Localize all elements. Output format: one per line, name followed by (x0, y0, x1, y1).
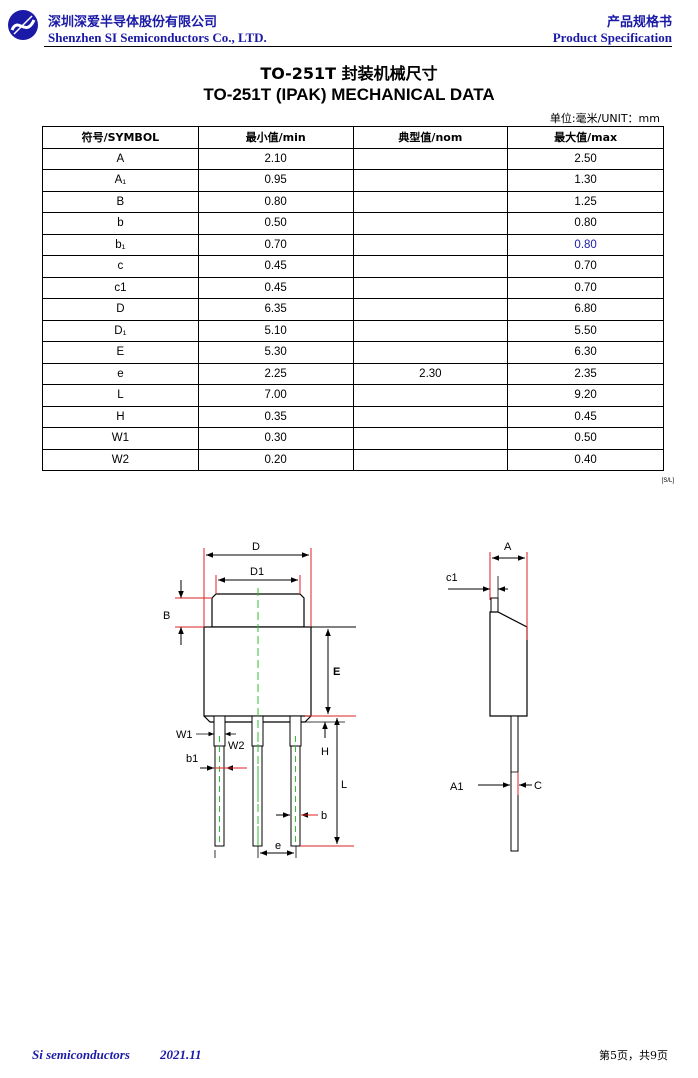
label-c1: c1 (446, 572, 458, 584)
label-L: L (341, 779, 347, 791)
page-number: 第5页，共9页 (599, 1049, 668, 1062)
footer-brand: Si semiconductors (32, 1047, 130, 1062)
cell-max: 0.70 (507, 276, 664, 299)
label-D: D (252, 541, 260, 553)
label-b: b (321, 810, 327, 822)
front-view: D D1 B E W1 W2 b1 H L b e (163, 541, 356, 858)
header-divider (44, 46, 672, 47)
company-name-en: Shenzhen SI Semiconductors Co., LTD. (48, 30, 267, 45)
footer-date: 2021.11 (160, 1047, 202, 1062)
page-header: 深圳深爱半导体股份有限公司 Shenzhen SI Semiconductors… (6, 8, 672, 48)
company-name-cn: 深圳深爱半导体股份有限公司 (48, 15, 218, 30)
label-A: A (504, 541, 512, 553)
company-logo-icon (8, 10, 38, 40)
cell-min: 2.10 (197, 147, 354, 170)
label-B: B (163, 610, 170, 622)
label-D1: D1 (250, 566, 264, 578)
label-E: E (333, 666, 340, 678)
side-view: A c1 A1 C (446, 541, 542, 852)
page-title-en: TO-251T (IPAK) MECHANICAL DATA (203, 85, 495, 104)
label-C: C (534, 780, 542, 792)
cell-max: 0.40 (507, 448, 664, 471)
header-nom: 典型值/nom (352, 126, 509, 149)
cell-max: 0.45 (507, 405, 664, 428)
label-W2: W2 (228, 740, 245, 752)
label-W1: W1 (176, 729, 193, 741)
doc-type-cn: 产品规格书 (606, 15, 672, 30)
label-e: e (275, 840, 281, 852)
unit-label: 单位:毫米/UNIT：mm (549, 112, 660, 125)
cell-min: 0.20 (197, 448, 354, 471)
label-H: H (321, 746, 329, 758)
label-b1: b1 (186, 753, 198, 765)
doc-type-en: Product Specification (552, 30, 672, 45)
table-note: [S/L] (661, 478, 674, 484)
cell-symbol: W2 (42, 448, 199, 471)
cell-max: 6.80 (507, 298, 664, 321)
page-title-cn: TO-251T 封装机械尺寸 (260, 64, 438, 83)
label-A1: A1 (450, 781, 463, 793)
cell-max: 9.20 (507, 384, 664, 407)
